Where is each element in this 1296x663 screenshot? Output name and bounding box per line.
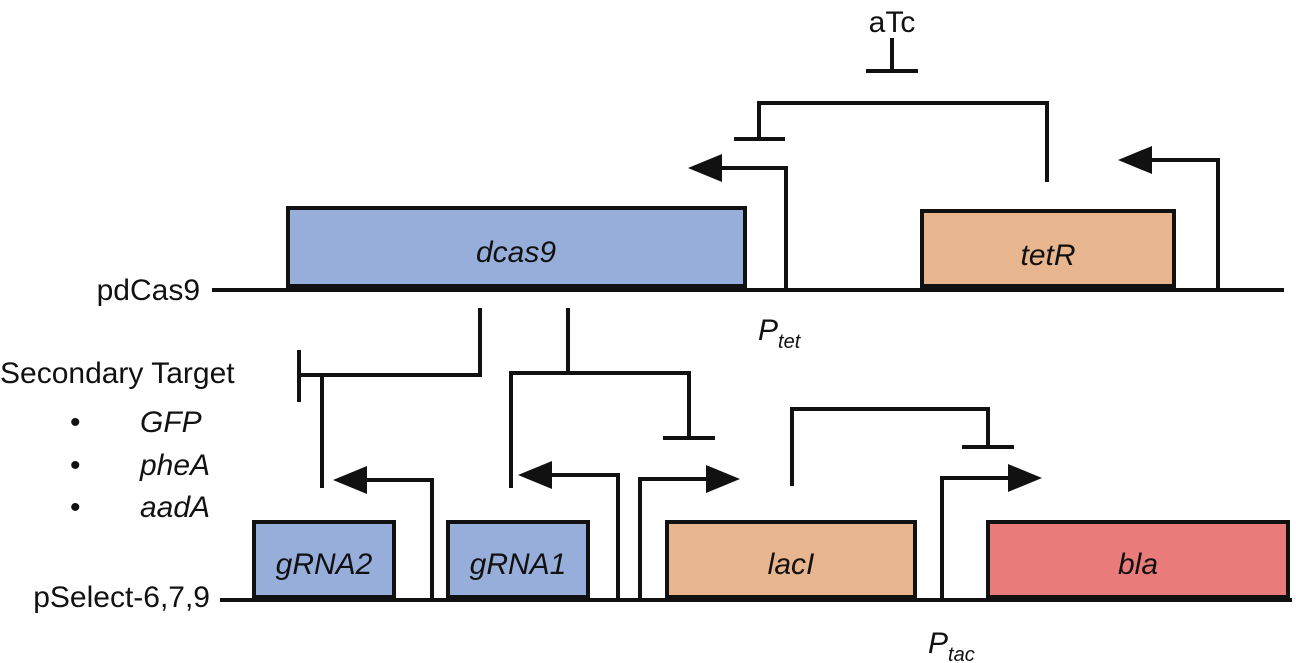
secondary-target-title: Secondary Target — [0, 357, 235, 390]
grna2-gene-box — [252, 520, 396, 599]
secondary-target-item-aada: aadA — [140, 491, 210, 524]
dcas9-gene-box — [286, 206, 747, 288]
pdcas9-label: pdCas9 — [97, 274, 200, 307]
secondary-target-bullet-1: • — [70, 406, 81, 439]
laci-gene-label: lacI — [768, 548, 815, 581]
grna1-gene-box — [446, 520, 590, 599]
secondary-target-item-gfp: GFP — [140, 406, 202, 439]
tetr-promoter-arrow — [1118, 146, 1220, 290]
ptac-label: Ptac — [928, 627, 975, 663]
dcas9-gene-label: dcas9 — [476, 236, 556, 269]
secondary-target-item-phea: pheA — [139, 449, 210, 482]
ptet-label: Ptet — [758, 314, 802, 353]
pselect-label: pSelect-6,7,9 — [33, 581, 210, 614]
secondary-target-bullet-3: • — [70, 491, 81, 524]
bla-gene-label: bla — [1118, 548, 1158, 581]
bla-gene-box — [986, 520, 1290, 599]
dcas9-gRNA2-repression — [297, 308, 482, 488]
laci-gene-box — [665, 520, 917, 599]
grna1-promoter-arrow — [518, 461, 620, 600]
atc-inhibition — [866, 38, 918, 73]
secondary-target-bullet-2: • — [70, 449, 81, 482]
grna2-promoter-arrow — [333, 466, 434, 600]
laci-repression-of-ptac — [790, 407, 1014, 486]
ptet-promoter-arrow — [688, 154, 788, 290]
tetr-repression-of-ptet — [734, 101, 1049, 182]
ptac-promoter-arrow — [940, 464, 1042, 600]
grna2-gene-label: gRNA2 — [276, 548, 373, 581]
atc-label: aTc — [869, 6, 916, 39]
laci-promoter-arrow — [638, 465, 740, 600]
grna1-gene-label: gRNA1 — [470, 548, 567, 581]
dcas9-gRNA1-repression — [509, 308, 715, 488]
tetr-gene-box — [920, 209, 1176, 288]
tetr-gene-label: tetR — [1020, 239, 1075, 272]
